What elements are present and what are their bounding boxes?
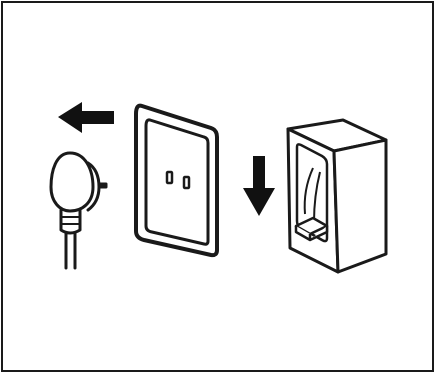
mounting-box-icon [286,118,388,274]
plug-icon [49,151,108,270]
wall-outlet-icon [134,103,219,258]
down-arrow-icon [243,156,275,216]
left-arrow-icon [58,102,114,133]
